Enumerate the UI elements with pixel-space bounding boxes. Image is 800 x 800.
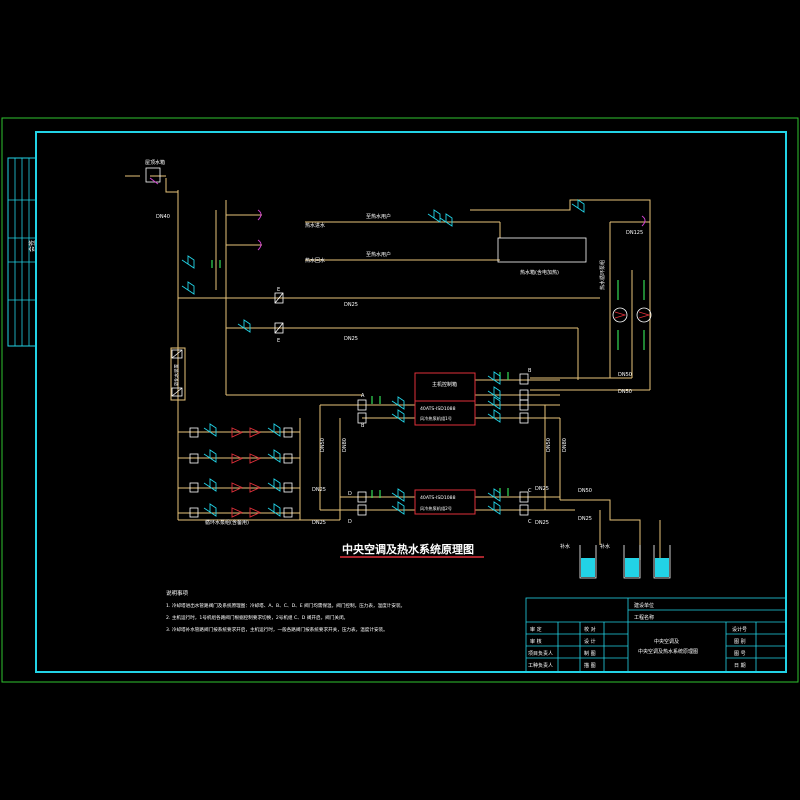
valve-b-right: B: [528, 368, 532, 374]
tb-r3c2: 描 图: [584, 662, 596, 669]
circulation-pumps: [612, 307, 652, 323]
tb-company: 建设单位: [634, 602, 654, 609]
roof-tank-label: 屋顶水箱: [145, 159, 165, 166]
dn80-side-left: DN80: [342, 438, 348, 452]
dn50-side-right: DN50: [546, 438, 552, 452]
to-building-1-label: 至热水用户: [366, 213, 391, 220]
dn50-right2: DN50: [618, 389, 632, 395]
magenta-gauges: [149, 177, 646, 251]
tb-r1c2: 设 计: [584, 638, 596, 645]
tb-drawing-line1: 中央空调及: [654, 638, 679, 645]
makeup-label-2: 补水: [600, 543, 610, 550]
tb-sheet-no: 图 号: [734, 651, 746, 657]
dn80-side-right: DN80: [562, 438, 568, 452]
chiller1-name: 风冷热泵机组1号: [420, 415, 452, 422]
chiller2-model: 40ATS-ISD1088: [420, 495, 456, 501]
notes-heading: 说明事项: [166, 589, 189, 597]
tb-r0c0: 审 定: [530, 626, 542, 633]
dn25-e1: DN25: [344, 302, 358, 308]
pump-row-caption: 循环水泵组(含备用): [205, 519, 249, 526]
cyan-valves: [181, 199, 585, 517]
note-2: 2. 主机运行时，1号机组各路阀门根据控制要求切换，2号机组 C、D 阀开启，阀…: [166, 614, 348, 621]
dn25-e2: DN25: [344, 336, 358, 342]
valve-e-top: E: [277, 287, 280, 293]
dn125-label: DN125: [626, 230, 643, 236]
dn25-c1: DN25: [535, 486, 549, 492]
outer-frame: [1, 117, 799, 683]
dn40-label: DN40: [156, 214, 170, 220]
chiller-2: [414, 489, 476, 515]
dn50-right1: DN50: [618, 372, 632, 378]
title-block: [525, 597, 787, 673]
side-strip-label: 会签: [28, 240, 36, 252]
chiller-1: [414, 400, 476, 426]
dn50-bottom: DN50: [578, 488, 592, 494]
diagram-labels: 屋顶水箱 DN40 热水进水 热水回水 至热水用户 至热水用户 热水箱(含电加热…: [145, 159, 643, 550]
title-block-text: 建设单位 工程名称 审 定 校 对 审 核 设 计 项目负责人 制 图 工种负责…: [528, 602, 747, 669]
note-3: 3. 冷却塔补水管路阀门按系统要求开启，主机运行时，一般各路阀门按系统要求开关，…: [166, 626, 388, 633]
valve-e-bottom: E: [277, 338, 280, 344]
makeup-label-1: 补水: [560, 543, 570, 550]
tb-r2c0: 项目负责人: [528, 650, 553, 657]
tb-design-no: 设计号: [732, 626, 747, 633]
tb-r2c2: 制 图: [584, 650, 596, 657]
valve-c-right: C: [528, 488, 532, 494]
inner-frame: [35, 131, 787, 673]
green-valve-ticks: [211, 260, 645, 498]
dn25-d2: DN25: [312, 520, 326, 526]
side-strip: 会签: [7, 157, 37, 347]
softener-label: 软化水装置: [173, 363, 180, 386]
valve-c-right2: C: [528, 519, 532, 525]
tb-r1c0: 审 核: [530, 638, 542, 645]
drawing-title: 中央空调及热水系统原理图: [342, 542, 474, 556]
valve-symbols: [145, 167, 671, 579]
pump-group-label: 热水循环泵组: [599, 260, 606, 290]
note-1: 1. 冷却塔进出水管路阀门及系统原理图：冷却塔、A、B、C、D、E 阀门均需保温…: [166, 602, 405, 609]
valve-d-left2: D: [348, 519, 352, 525]
dn25-bottom: DN25: [578, 516, 592, 522]
tb-r0c2: 校 对: [584, 626, 596, 633]
valve-a: A: [361, 393, 365, 399]
chiller-units: [414, 372, 476, 515]
chiller1-model: 40ATS-ISD1088: [420, 406, 456, 412]
tb-drawing-line2: 中央空调及热水系统原理图: [638, 648, 698, 655]
notes: 说明事项 1. 冷却塔进出水管路阀门及系统原理图：冷却塔、A、B、C、D、E 阀…: [166, 589, 405, 633]
hot-water-in-label: 热水进水: [305, 222, 325, 229]
dn25-c2: DN25: [535, 520, 549, 526]
tb-sheet-type: 图 别: [734, 638, 746, 645]
chiller-control-tag: 主机控制箱: [432, 381, 457, 388]
pump-row-symbols: [231, 427, 262, 518]
pipe-network: [125, 175, 661, 560]
chiller2-name: 风冷热泵机组2号: [420, 505, 452, 512]
to-building-2-label: 至热水用户: [366, 251, 391, 258]
storage-tanks: [581, 558, 669, 577]
hot-water-out-label: 热水回水: [305, 257, 325, 264]
valve-d-left: D: [348, 491, 352, 497]
heat-exchanger-label: 热水箱(含电加热): [520, 269, 559, 276]
tb-r3c0: 工种负责人: [528, 662, 553, 669]
tb-project: 工程名称: [634, 614, 654, 621]
dn50-side-left: DN50: [320, 438, 326, 452]
dn25-d1: DN25: [312, 487, 326, 493]
valve-b: B: [361, 423, 365, 429]
tb-date: 日 期: [734, 663, 746, 669]
